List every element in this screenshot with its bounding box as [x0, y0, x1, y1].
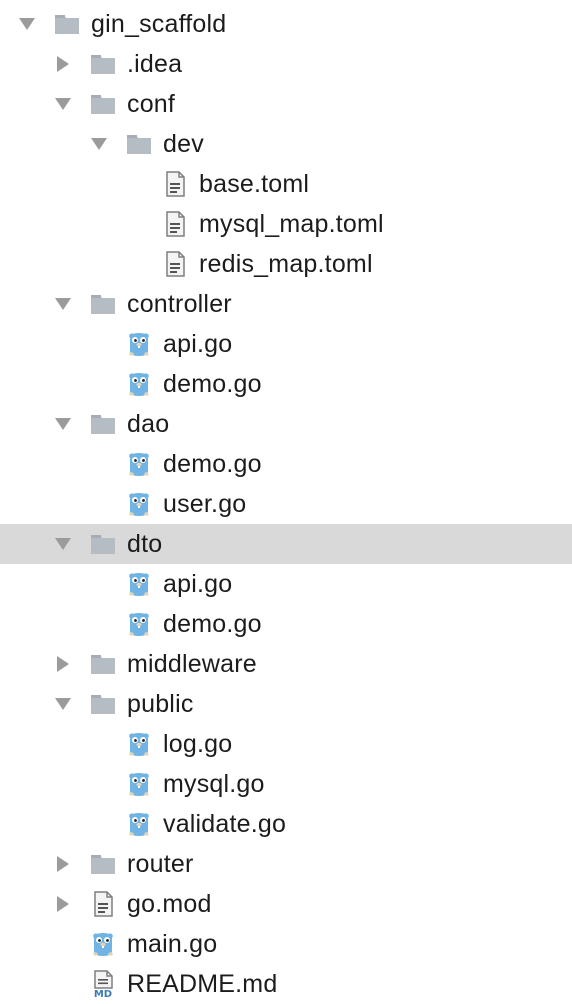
tree-item-label: api.go: [163, 570, 233, 598]
tree-item[interactable]: dto: [0, 524, 572, 564]
tree-item[interactable]: api.go: [0, 564, 572, 604]
expand-arrow-icon[interactable]: [54, 535, 72, 553]
tree-item[interactable]: .idea: [0, 44, 572, 84]
go-gopher-icon: [125, 770, 153, 798]
expand-arrow-icon[interactable]: [54, 695, 72, 713]
go-gopher-icon: [125, 610, 153, 638]
tree-item-label: .idea: [127, 50, 183, 78]
tree-item[interactable]: dev: [0, 124, 572, 164]
folder-icon: [89, 690, 117, 718]
tree-item[interactable]: user.go: [0, 484, 572, 524]
expand-arrow-icon[interactable]: [18, 15, 36, 33]
tree-item[interactable]: router: [0, 844, 572, 884]
tree-item-label: base.toml: [199, 170, 310, 198]
tree-item[interactable]: demo.go: [0, 364, 572, 404]
folder-icon: [89, 530, 117, 558]
text-file-icon: [161, 210, 189, 238]
tree-item[interactable]: dao: [0, 404, 572, 444]
tree-item[interactable]: log.go: [0, 724, 572, 764]
folder-icon: [53, 10, 81, 38]
tree-item-label: api.go: [163, 330, 233, 358]
tree-item-label: go.mod: [127, 890, 212, 918]
collapse-arrow-icon[interactable]: [54, 55, 72, 73]
tree-item[interactable]: conf: [0, 84, 572, 124]
collapse-arrow-icon[interactable]: [54, 895, 72, 913]
folder-icon: [89, 410, 117, 438]
tree-item-label: validate.go: [163, 810, 287, 838]
tree-item-label: router: [127, 850, 194, 878]
tree-item[interactable]: middleware: [0, 644, 572, 684]
tree-item-label: conf: [127, 90, 176, 118]
tree-item[interactable]: api.go: [0, 324, 572, 364]
tree-item-label: demo.go: [163, 370, 262, 398]
go-gopher-icon: [89, 930, 117, 958]
tree-item-label: dev: [163, 130, 204, 158]
tree-item-label: middleware: [127, 650, 257, 678]
go-gopher-icon: [125, 570, 153, 598]
tree-item-label: log.go: [163, 730, 233, 758]
tree-item-label: public: [127, 690, 194, 718]
collapse-arrow-icon[interactable]: [54, 855, 72, 873]
expand-arrow-icon[interactable]: [54, 415, 72, 433]
tree-item[interactable]: mysql_map.toml: [0, 204, 572, 244]
expand-arrow-icon[interactable]: [90, 135, 108, 153]
text-file-icon: [161, 250, 189, 278]
tree-item[interactable]: demo.go: [0, 604, 572, 644]
tree-item-label: gin_scaffold: [91, 10, 227, 38]
go-gopher-icon: [125, 810, 153, 838]
tree-item[interactable]: MD README.md: [0, 964, 572, 1004]
go-gopher-icon: [125, 330, 153, 358]
go-gopher-icon: [125, 450, 153, 478]
folder-icon: [89, 50, 117, 78]
expand-arrow-icon[interactable]: [54, 95, 72, 113]
expand-arrow-icon[interactable]: [54, 295, 72, 313]
markdown-file-icon: MD: [89, 970, 117, 998]
go-gopher-icon: [125, 370, 153, 398]
tree-item[interactable]: validate.go: [0, 804, 572, 844]
tree-item[interactable]: gin_scaffold: [0, 4, 572, 44]
tree-item-label: redis_map.toml: [199, 250, 373, 278]
svg-text:MD: MD: [94, 989, 112, 998]
folder-icon: [125, 130, 153, 158]
go-gopher-icon: [125, 490, 153, 518]
tree-item-label: mysql_map.toml: [199, 210, 384, 238]
tree-item-label: main.go: [127, 930, 218, 958]
project-tree: gin_scaffold .idea conf dev base.toml mysql_m…: [0, 4, 572, 1004]
tree-item[interactable]: main.go: [0, 924, 572, 964]
tree-item-label: dto: [127, 530, 163, 558]
collapse-arrow-icon[interactable]: [54, 655, 72, 673]
tree-item-label: mysql.go: [163, 770, 265, 798]
text-file-icon: [89, 890, 117, 918]
tree-item[interactable]: demo.go: [0, 444, 572, 484]
tree-item-label: README.md: [127, 970, 278, 998]
folder-icon: [89, 290, 117, 318]
tree-item[interactable]: controller: [0, 284, 572, 324]
folder-icon: [89, 90, 117, 118]
tree-item-label: user.go: [163, 490, 247, 518]
folder-icon: [89, 650, 117, 678]
go-gopher-icon: [125, 730, 153, 758]
folder-icon: [89, 850, 117, 878]
tree-item-label: dao: [127, 410, 170, 438]
tree-item-label: demo.go: [163, 610, 262, 638]
text-file-icon: [161, 170, 189, 198]
tree-item[interactable]: mysql.go: [0, 764, 572, 804]
tree-item[interactable]: public: [0, 684, 572, 724]
tree-item[interactable]: redis_map.toml: [0, 244, 572, 284]
tree-item[interactable]: base.toml: [0, 164, 572, 204]
tree-item[interactable]: go.mod: [0, 884, 572, 924]
tree-item-label: demo.go: [163, 450, 262, 478]
tree-item-label: controller: [127, 290, 232, 318]
